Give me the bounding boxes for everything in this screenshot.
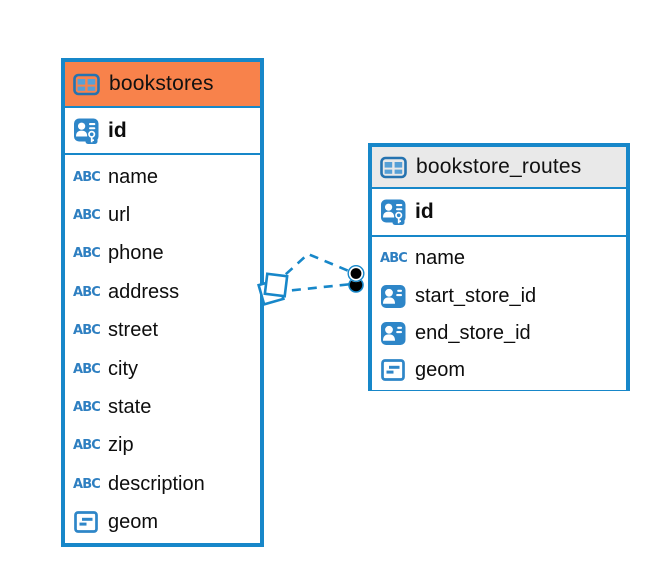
entity-header-bookstores[interactable]: bookstores [65, 62, 260, 108]
column-name: city [108, 357, 138, 380]
column-name: name [108, 165, 159, 188]
column-row[interactable]: geom [65, 503, 260, 542]
primary-key-icon [379, 198, 408, 226]
text-type-icon: ABC [72, 400, 101, 416]
reference-icon [379, 320, 408, 347]
column-row[interactable]: start_store_id [372, 277, 626, 315]
column-name: phone [108, 242, 164, 265]
column-name: name [415, 247, 466, 270]
geometry-type-icon [72, 509, 101, 536]
relationship-line[interactable] [273, 252, 357, 286]
text-type-icon: ABC [72, 246, 101, 262]
text-type-icon: ABC [379, 251, 408, 267]
geometry-type-icon [379, 357, 408, 384]
column-row[interactable]: ABC phone [65, 234, 260, 274]
column-row[interactable]: geom [372, 352, 626, 390]
column-row[interactable]: ABC description [65, 465, 260, 504]
column-row[interactable]: ABC state [65, 388, 260, 427]
entity-header-bookstore-routes[interactable]: bookstore_routes [372, 147, 626, 189]
relationship-dot-marker [347, 264, 365, 293]
column-name: id [108, 118, 127, 142]
column-row[interactable]: ABC street [65, 311, 260, 350]
column-name: state [108, 396, 152, 419]
column-name: url [108, 204, 131, 227]
text-type-icon: ABC [72, 476, 101, 492]
column-row[interactable]: ABC url [65, 196, 260, 235]
entity-bookstores[interactable]: bookstores id ABC na [61, 58, 264, 547]
table-icon [379, 154, 408, 181]
text-type-icon: ABC [72, 284, 101, 300]
column-list: ABC name ABC url ABC phone ABC address A… [65, 155, 260, 542]
text-type-icon: ABC [72, 361, 101, 377]
text-type-icon: ABC [72, 438, 101, 454]
column-name: id [415, 200, 434, 223]
relationship-line[interactable] [275, 282, 353, 294]
column-row[interactable]: ABC name [372, 240, 626, 278]
column-name: geom [108, 511, 159, 534]
text-type-icon: ABC [72, 169, 101, 185]
entity-title: bookstore_routes [416, 155, 582, 178]
column-name: zip [108, 434, 134, 457]
column-row[interactable]: end_store_id [372, 314, 626, 353]
column-list: ABC name start_store_id [372, 237, 626, 390]
primary-key-icon [72, 117, 101, 145]
reference-icon [379, 283, 408, 310]
column-name: description [108, 472, 205, 495]
column-name: geom [415, 359, 466, 382]
text-type-icon: ABC [72, 323, 101, 339]
column-name: street [108, 319, 159, 342]
column-row[interactable]: ABC city [65, 349, 260, 389]
column-row[interactable]: ABC name [65, 158, 260, 197]
table-icon [72, 71, 101, 98]
column-name: address [108, 280, 180, 303]
column-name: start_store_id [415, 284, 537, 307]
column-row[interactable]: ABC zip [65, 426, 260, 466]
entity-bookstore-routes[interactable]: bookstore_routes id ABC [368, 143, 630, 391]
column-row-pk[interactable]: id [372, 189, 626, 237]
column-row[interactable]: ABC address [65, 273, 260, 312]
column-name: end_store_id [415, 321, 531, 344]
entity-title: bookstores [109, 72, 214, 95]
text-type-icon: ABC [72, 208, 101, 224]
column-row-pk[interactable]: id [65, 108, 260, 155]
